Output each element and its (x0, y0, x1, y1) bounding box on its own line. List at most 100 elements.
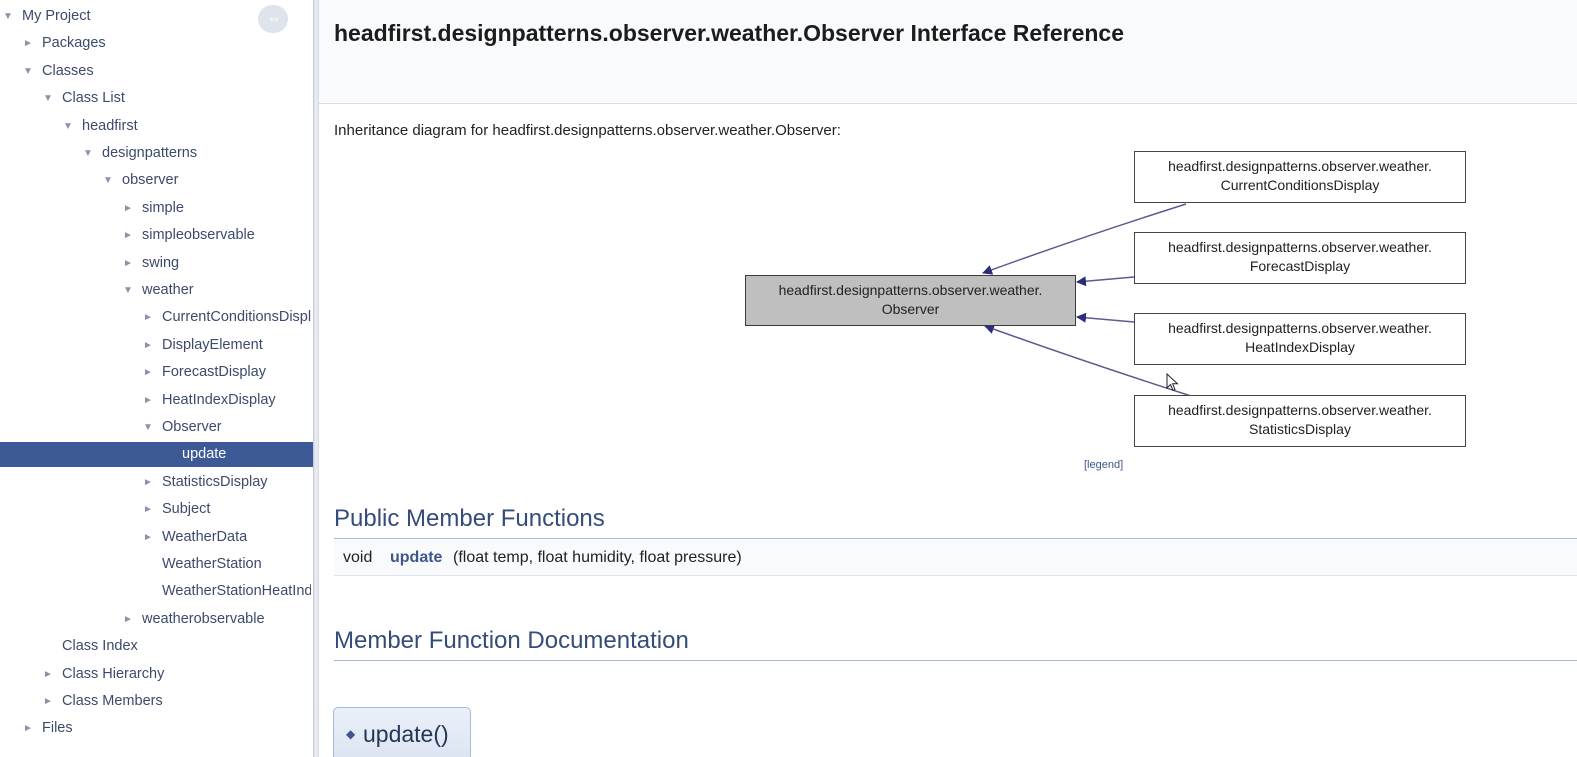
member-args: (float temp, float humidity, float press… (453, 549, 742, 566)
collapsed-arrow-icon[interactable]: ► (143, 394, 153, 406)
sidebar-item-simple[interactable]: ► simple (0, 196, 313, 221)
member-row-update: void update (float temp, float humidity,… (334, 540, 1577, 576)
diagram-edges (982, 203, 1192, 397)
expanded-arrow-icon[interactable]: ▼ (103, 175, 113, 187)
edge-heatindex (1076, 312, 1135, 323)
collapsed-arrow-icon[interactable]: ► (43, 696, 53, 707)
edge-forecast (1076, 276, 1135, 287)
sidebar-item-label: Packages (42, 35, 106, 52)
collapsed-arrow-icon[interactable]: ► (123, 257, 133, 269)
member-return-type: void (343, 549, 373, 566)
sidebar-item-packages[interactable]: ► Packages (0, 31, 313, 56)
sidebar-item-weatherobservable[interactable]: ► weatherobservable (0, 607, 313, 632)
diagram-node-currentconditionsdisplay[interactable]: headfirst.designpatterns.observer.weathe… (1134, 151, 1466, 203)
sidebar-item-weatherstation[interactable]: WeatherStation (0, 552, 313, 577)
sidebar-item-simpleobservable[interactable]: ► simpleobservable (0, 223, 313, 248)
collapsed-arrow-icon[interactable]: ► (43, 668, 53, 680)
diamond-icon: ◆ (346, 727, 356, 741)
sidebar-item-class-index[interactable]: Class Index (0, 634, 313, 659)
sidebar-item-my-project[interactable]: ▼ My Project (0, 4, 313, 29)
edge-statistics (984, 324, 1192, 397)
sidebar-item-weatherstationheatindex[interactable]: WeatherStationHeatIndex (0, 579, 313, 604)
sidebar-item-label: My Project (22, 8, 91, 24)
expanded-arrow-icon[interactable]: ▼ (143, 422, 153, 433)
sidebar-item-label: simpleobservable (142, 227, 255, 244)
collapsed-arrow-icon[interactable]: ► (143, 312, 153, 324)
sidebar-item-label: headfirst (82, 117, 138, 134)
page-title: headfirst.designpatterns.observer.weathe… (334, 20, 1124, 46)
node-line2: ForecastDisplay (1249, 258, 1351, 274)
page-header: headfirst.designpatterns.observer.weathe… (319, 0, 1577, 104)
sidebar-item-weatherdata[interactable]: ► WeatherData (0, 525, 313, 550)
sidebar-item-label: WeatherStation (162, 556, 262, 572)
collapsed-arrow-icon[interactable]: ► (23, 38, 33, 50)
collapsed-arrow-icon[interactable]: ► (143, 339, 153, 351)
public-member-functions-heading: Public Member Functions (334, 505, 1577, 539)
collapsed-arrow-icon[interactable]: ► (123, 230, 133, 242)
sidebar-item-label: Class Members (62, 693, 163, 709)
collapsed-arrow-icon[interactable]: ► (123, 202, 133, 214)
node-line2: Observer (881, 301, 940, 317)
sidebar-item-label: Observer (162, 419, 222, 435)
sidebar-item-label: WeatherStationHeatIndex (162, 583, 311, 600)
sidebar-item-heatindexdisplay[interactable]: ►HeatIndexDisplay (0, 388, 313, 413)
inheritance-caption: Inheritance diagram for headfirst.design… (334, 122, 841, 139)
sidebar-item-label: Class Hierarchy (62, 665, 165, 682)
sidebar-item-label: DisplayElement (162, 336, 263, 353)
collapsed-arrow-icon[interactable]: ► (143, 531, 153, 543)
inheritance-diagram: headfirst.designpatterns.observer.weathe… (319, 140, 1577, 485)
sync-toggle-button[interactable]: ⇔ (258, 5, 288, 33)
collapsed-arrow-icon[interactable]: ► (143, 367, 153, 379)
sidebar-item-class-list[interactable]: ▼Class List (0, 86, 313, 111)
sidebar-item-label: swing (142, 254, 180, 271)
expanded-arrow-icon[interactable]: ▼ (23, 65, 33, 77)
sidebar-item-class-hierarchy[interactable]: ► Class Hierarchy (0, 662, 313, 687)
sidebar-item-label: Subject (162, 501, 211, 518)
node-line1: headfirst.designpatterns.observer.weathe… (1168, 320, 1432, 336)
sidebar-item-label: WeatherData (162, 528, 248, 545)
sidebar-item-observer[interactable]: ▼observer (0, 168, 313, 193)
mouse-cursor-icon (1166, 373, 1179, 392)
sidebar-item-class-members[interactable]: ► Class Members (0, 689, 313, 714)
sidebar-item-swing[interactable]: ► swing (0, 251, 313, 276)
sidebar-item-files[interactable]: ►Files (0, 716, 313, 741)
sidebar-item-weather[interactable]: ▼weather (0, 278, 313, 303)
sidebar-item-label: StatisticsDisplay (162, 473, 268, 490)
diagram-node-forecastdisplay[interactable]: headfirst.designpatterns.observer.weathe… (1134, 232, 1466, 284)
expanded-arrow-icon[interactable]: ▼ (83, 148, 93, 159)
sidebar-item-designpatterns[interactable]: ▼ designpatterns (0, 141, 313, 166)
node-line1: headfirst.designpatterns.observer.weathe… (1168, 158, 1432, 174)
node-line1: headfirst.designpatterns.observer.weathe… (1168, 402, 1432, 418)
collapsed-arrow-icon[interactable]: ► (143, 504, 153, 516)
member-update-link[interactable]: update (390, 549, 443, 566)
sidebar-item-classes[interactable]: ▼Classes (0, 59, 313, 84)
sidebar-item-label: simple (142, 199, 184, 216)
collapsed-arrow-icon[interactable]: ► (143, 476, 153, 488)
sidebar-item-label: weatherobservable (142, 610, 265, 627)
diagram-node-statisticsdisplay[interactable]: headfirst.designpatterns.observer.weathe… (1134, 395, 1466, 447)
expanded-arrow-icon[interactable]: ▼ (123, 285, 133, 296)
sidebar-item-label: designpatterns (102, 145, 198, 161)
sidebar-item-currentconditionsdisplay[interactable]: ►CurrentConditionsDisplay (0, 305, 313, 330)
node-line2: HeatIndexDisplay (1245, 339, 1355, 355)
sidebar-item-label: ForecastDisplay (162, 364, 266, 381)
expanded-arrow-icon[interactable]: ▼ (43, 93, 53, 105)
sidebar-item-statisticsdisplay[interactable]: ► StatisticsDisplay (0, 470, 313, 495)
sidebar-splitter[interactable] (313, 0, 319, 757)
collapsed-arrow-icon[interactable]: ► (123, 613, 133, 625)
diagram-node-observer: headfirst.designpatterns.observer.weathe… (745, 275, 1076, 326)
sync-icon: ⇔ (266, 10, 282, 27)
sidebar-item-observer[interactable]: ▼ Observer (0, 415, 313, 440)
node-line1: headfirst.designpatterns.observer.weathe… (1168, 239, 1432, 255)
expanded-arrow-icon[interactable]: ▼ (3, 11, 13, 22)
sidebar-item-headfirst[interactable]: ▼ headfirst (0, 114, 313, 139)
node-line1: headfirst.designpatterns.observer.weathe… (778, 282, 1043, 298)
sidebar-item-forecastdisplay[interactable]: ► ForecastDisplay (0, 360, 313, 385)
expanded-arrow-icon[interactable]: ▼ (63, 120, 73, 132)
collapsed-arrow-icon[interactable]: ► (23, 723, 33, 735)
diagram-node-heatindexdisplay[interactable]: headfirst.designpatterns.observer.weathe… (1134, 313, 1466, 365)
sidebar-item-update[interactable]: update (0, 442, 313, 468)
sidebar-item-subject[interactable]: ► Subject (0, 497, 313, 522)
legend-link[interactable]: [legend] (1084, 459, 1124, 471)
sidebar-item-displayelement[interactable]: ► DisplayElement (0, 333, 313, 358)
